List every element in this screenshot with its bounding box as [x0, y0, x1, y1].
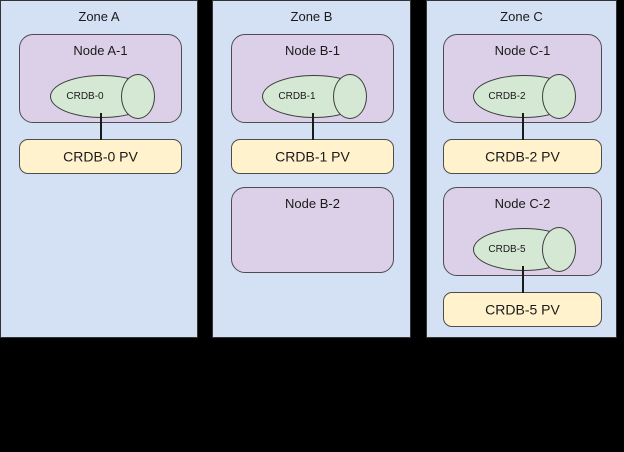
pv-crdb-0: CRDB-0 PV: [19, 139, 182, 174]
node-c-2-title: Node C-2: [494, 196, 551, 211]
pod-crdb-1: CRDB-1: [262, 74, 367, 119]
connector-crdb-5: [522, 266, 524, 293]
node-b-1: Node B-1 CRDB-1: [231, 34, 394, 123]
pv-crdb-1: CRDB-1 PV: [231, 139, 394, 174]
pv-crdb-2: CRDB-2 PV: [443, 139, 602, 174]
pod-crdb-2: CRDB-2: [473, 74, 576, 119]
pod-crdb-1-label: CRDB-1: [278, 90, 316, 102]
connector-crdb-1: [312, 113, 314, 140]
pod-crdb-2-label: CRDB-2: [488, 90, 526, 102]
zone-c-title: Zone C: [500, 9, 543, 24]
node-a-1: Node A-1 CRDB-0: [19, 34, 182, 123]
pv-crdb-0-label: CRDB-0 PV: [63, 148, 138, 164]
cylinder-cap: [542, 74, 576, 119]
connector-crdb-0: [100, 113, 102, 140]
node-c-1-title: Node C-1: [494, 43, 551, 58]
node-b-1-title: Node B-1: [285, 43, 340, 58]
node-a-1-title: Node A-1: [73, 43, 128, 58]
pv-crdb-2-label: CRDB-2 PV: [485, 148, 560, 164]
pod-crdb-0: CRDB-0: [50, 74, 155, 119]
cylinder-cap: [333, 74, 367, 119]
zone-a: Zone A Node A-1 CRDB-0 CRDB-0 PV: [0, 0, 198, 338]
pv-crdb-1-label: CRDB-1 PV: [275, 148, 350, 164]
zone-c: Zone C Node C-1 CRDB-2 CRDB-2 PV Node C-…: [426, 0, 617, 338]
connector-crdb-2: [522, 113, 524, 140]
node-c-1: Node C-1 CRDB-2: [443, 34, 602, 123]
node-b-2: Node B-2: [231, 187, 394, 273]
pod-crdb-5-label: CRDB-5: [488, 243, 526, 255]
cylinder-cap: [121, 74, 155, 119]
zone-b-title: Zone B: [290, 9, 333, 24]
pod-crdb-0-label: CRDB-0: [66, 90, 104, 102]
zone-b: Zone B Node B-1 CRDB-1 CRDB-1 PV Node B-…: [212, 0, 411, 338]
pod-crdb-5: CRDB-5: [473, 227, 576, 272]
pv-crdb-5: CRDB-5 PV: [443, 292, 602, 327]
pv-crdb-5-label: CRDB-5 PV: [485, 301, 560, 317]
zone-a-title: Zone A: [78, 9, 120, 24]
cylinder-cap: [542, 227, 576, 272]
node-b-2-title: Node B-2: [285, 196, 340, 211]
node-c-2: Node C-2 CRDB-5: [443, 187, 602, 276]
